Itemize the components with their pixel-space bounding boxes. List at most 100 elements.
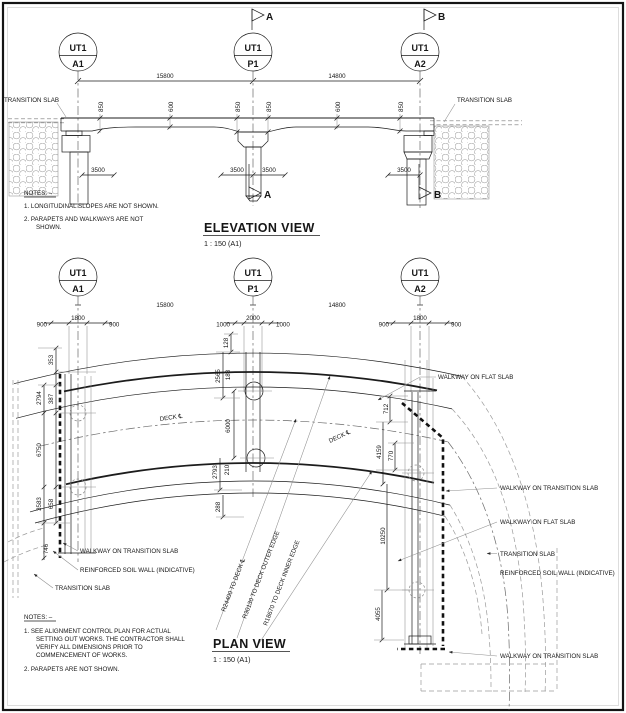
abutment-a1-plan bbox=[58, 371, 96, 554]
gridline-bubble-p1: UT1 P1 bbox=[233, 32, 273, 72]
dim-850-3: 850 bbox=[266, 101, 273, 112]
walkway-flat-slab-label-right: WALKWAY ON FLAT SLAB bbox=[500, 519, 575, 526]
dim-712: 712 bbox=[383, 403, 390, 414]
walkway-outline-a2 bbox=[401, 402, 445, 646]
transition-slab-label-left: TRANSITION SLAB bbox=[4, 97, 59, 104]
deck-arcs bbox=[13, 352, 463, 524]
dim-2793: 2793 bbox=[212, 465, 219, 479]
inner-walkway-arc-2 bbox=[34, 492, 446, 524]
plan-dim-15800: 15800 bbox=[156, 302, 174, 309]
leader-transition-right bbox=[443, 103, 456, 123]
dim-850-2: 850 bbox=[235, 101, 242, 112]
walkway-transition-label-bottom: WALKWAY ON TRANSITION SLAB bbox=[500, 653, 598, 660]
grid-label-top: UT1 bbox=[411, 268, 428, 278]
center-dim-column: 128 2565 183 6000 2793 210 288 bbox=[212, 331, 244, 520]
dim-1000: 1000 bbox=[276, 322, 290, 329]
abutment-a1 bbox=[61, 130, 91, 205]
inner-walkway-arc-1 bbox=[29, 480, 451, 513]
dim-128: 128 bbox=[223, 337, 230, 348]
dim-3500-4: 3500 bbox=[397, 167, 411, 174]
deck-inner-edge-arc bbox=[65, 462, 435, 486]
transition-slab-label-left: TRANSITION SLAB bbox=[55, 585, 110, 592]
section-flag-a-bottom: A bbox=[248, 164, 271, 201]
soil-wall-right bbox=[433, 125, 490, 200]
elevation-view: A B UT1 A1 UT1 P1 UT1 A2 bbox=[4, 8, 522, 248]
dim-850-1: 850 bbox=[98, 101, 105, 112]
dim-600-1: 600 bbox=[168, 101, 175, 112]
dim-658: 658 bbox=[48, 498, 55, 509]
plan-scale: 1 : 150 (A1) bbox=[213, 655, 251, 664]
dim-353: 353 bbox=[48, 354, 55, 365]
grid-label-bot: A1 bbox=[72, 284, 84, 294]
grid-label-bot: P1 bbox=[247, 59, 258, 69]
dim-3500-2: 3500 bbox=[230, 167, 244, 174]
plan-bubble-a1: UT1 A1 bbox=[58, 257, 98, 297]
deck-cl-label-2: DECK ℄ bbox=[328, 429, 352, 445]
dim-2565: 2565 bbox=[215, 369, 222, 383]
dim-2794: 2794 bbox=[36, 391, 43, 405]
radius-label-cl: R24400 TO DECK ℄ bbox=[220, 558, 247, 613]
soil-wall-left bbox=[8, 121, 59, 197]
section-flag-b-bottom: B bbox=[418, 164, 441, 201]
note-1a: 1. SEE ALIGNMENT CONTROL PLAN FOR ACTUAL bbox=[24, 628, 171, 635]
dim-600-2: 600 bbox=[335, 101, 342, 112]
deck-depth-dimensions: 850 600 850 850 600 850 bbox=[97, 101, 405, 135]
pier-p1-plan bbox=[238, 352, 274, 472]
grid-label-top: UT1 bbox=[411, 43, 428, 53]
elevation-scale: 1 : 150 (A1) bbox=[204, 239, 242, 248]
grid-label-bot: P1 bbox=[247, 284, 258, 294]
dim-183: 183 bbox=[225, 369, 232, 380]
left-dim-column: 353 2794 387 6750 3583 658 746 bbox=[36, 345, 70, 561]
soil-wall-label-left: REINFORCED SOIL WALL (INDICATIVE) bbox=[80, 567, 195, 574]
note-1c: VERIFY ALL DIMENSIONS PRIOR TO bbox=[36, 644, 143, 651]
dim-14800: 14800 bbox=[328, 73, 346, 80]
walkway-outer-edge-arc bbox=[13, 352, 463, 385]
section-letter-a: A bbox=[266, 12, 273, 23]
soil-wall-label-right: REINFORCED SOIL WALL (INDICATIVE) bbox=[500, 570, 615, 577]
transition-curve-left-1 bbox=[7, 527, 45, 543]
right-dim-column: 712 4159 770 10250 4055 bbox=[374, 393, 420, 643]
grid-label-top: UT1 bbox=[244, 43, 261, 53]
elevation-title-block: ELEVATION VIEW 1 : 150 (A1) bbox=[203, 221, 320, 248]
notes-heading: NOTES: – bbox=[24, 614, 53, 621]
radius-callouts: R24400 TO DECK ℄ R30130 TO DECK OUTER ED… bbox=[215, 375, 373, 646]
transition-slab-label-right: TRANSITION SLAB bbox=[457, 97, 512, 104]
section-flag-b-top: B bbox=[423, 8, 445, 30]
plan-left-labels: WALKWAY ON TRANSITION SLAB REINFORCED SO… bbox=[33, 542, 195, 592]
plan-notes: NOTES: – 1. SEE ALIGNMENT CONTROL PLAN F… bbox=[24, 614, 185, 673]
section-letter-a: A bbox=[264, 190, 271, 201]
walkway-transition-label-left: WALKWAY ON TRANSITION SLAB bbox=[80, 548, 178, 555]
plan-right-labels: WALKWAY ON FLAT SLAB WALKWAY ON TRANSITI… bbox=[377, 374, 615, 660]
approach-slab-dashes bbox=[8, 118, 522, 126]
sheet-inner-border bbox=[7, 7, 619, 706]
transition-curve-left-2 bbox=[3, 544, 48, 563]
section-letter-b: B bbox=[434, 190, 441, 201]
grid-label-bot: A2 bbox=[414, 284, 426, 294]
span-dimensions: 15800 14800 bbox=[74, 73, 424, 85]
dim-10250: 10250 bbox=[380, 527, 387, 545]
note-2b: SHOWN. bbox=[36, 224, 62, 231]
dim-3583: 3583 bbox=[36, 497, 43, 511]
deck-centerline-arc bbox=[39, 419, 449, 447]
plan-dim-14800: 14800 bbox=[328, 302, 346, 309]
elevation-notes: NOTES: – 1. LONGITUDINAL SLOPES ARE NOT … bbox=[24, 190, 159, 231]
dim-387: 387 bbox=[48, 393, 55, 404]
dim-900: 900 bbox=[37, 322, 48, 329]
gridline-bubble-a2: UT1 A2 bbox=[400, 32, 440, 72]
plan-title: PLAN VIEW bbox=[213, 637, 286, 651]
gridline-bubble-a1: UT1 A1 bbox=[58, 32, 98, 72]
dim-900: 900 bbox=[451, 322, 462, 329]
elevation-title: ELEVATION VIEW bbox=[204, 221, 315, 235]
section-letter-b: B bbox=[438, 12, 445, 23]
grid-label-bot: A2 bbox=[414, 59, 426, 69]
dim-3500-1: 3500 bbox=[91, 167, 105, 174]
grid-label-bot: A1 bbox=[72, 59, 84, 69]
dim-4055: 4055 bbox=[375, 607, 382, 621]
abutment-a2 bbox=[403, 130, 435, 206]
right-transition-curves bbox=[420, 376, 558, 711]
grid-label-top: UT1 bbox=[69, 268, 86, 278]
section-flag-a-top: A bbox=[251, 8, 273, 30]
dim-6000: 6000 bbox=[225, 419, 232, 433]
transition-slab-label-right: TRANSITION SLAB bbox=[500, 551, 555, 558]
